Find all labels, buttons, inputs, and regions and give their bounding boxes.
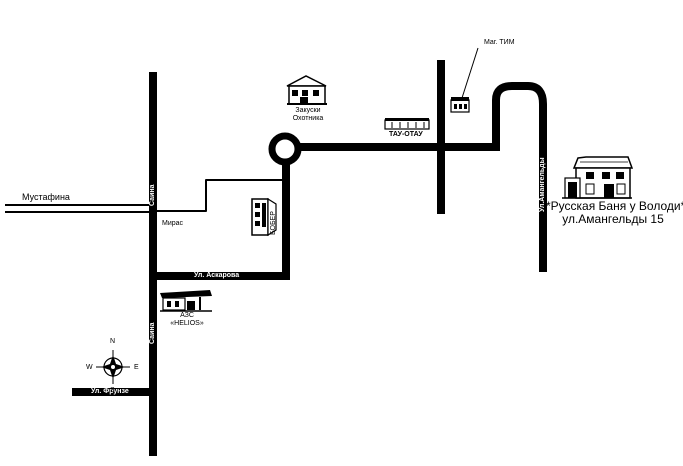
roundabout [268, 132, 302, 166]
road-mustafina [5, 204, 152, 213]
road-amangeldy [492, 82, 547, 272]
street-label-saina-bottom: Саина [149, 322, 156, 344]
tau-otau-building-icon [384, 118, 430, 130]
landmark-label-boser: БОБЕР [270, 211, 277, 235]
pointer-mag-tim [461, 47, 479, 99]
compass-south-label: S [110, 387, 115, 394]
zakuski-building-icon [286, 75, 327, 105]
street-label-saina-top: Саина [149, 184, 156, 206]
azs-line-2: «HELIOS» [170, 320, 204, 327]
street-label-frunze: Ул. Фрунзе [91, 388, 129, 395]
landmark-label-zakuski: Закуски Охотника [288, 107, 328, 122]
landmark-label-banya: *Русская Баня у Володи* ул.Амангельды 15 [546, 199, 683, 226]
street-label-mustafina: Мустафина [22, 192, 70, 202]
compass-north-label: N [110, 338, 116, 345]
boser-building-icon [251, 197, 277, 237]
azs-line-1: АЗС [180, 312, 194, 319]
landmark-label-miras: Мирас [162, 220, 184, 227]
banya-line-1: *Русская Баня у Володи* [546, 199, 683, 213]
azs-helios-building-icon [160, 290, 212, 312]
banya-line-2: ул.Амангельды 15 [562, 212, 664, 226]
compass-rose-icon [96, 350, 130, 384]
street-label-askarova: Ул. Аскарова [194, 272, 240, 279]
road-miras-connector [155, 179, 286, 212]
zakuski-line-2: Охотника [292, 115, 324, 122]
zakuski-line-1: Закуски [295, 107, 321, 114]
mag-tim-building-icon [450, 97, 470, 113]
street-label-amangeldy: Ул.Амангельды [539, 157, 546, 212]
landmark-label-azs: АЗС «HELIOS» [162, 312, 212, 327]
landmark-label-tau-otau: ТАУ-ОТАУ [389, 131, 423, 138]
landmark-label-mag-tim: Маг. ТИМ [484, 39, 515, 46]
banya-house-icon [562, 156, 634, 199]
compass-east-label: E [134, 364, 139, 371]
compass-west-label: W [86, 364, 93, 371]
